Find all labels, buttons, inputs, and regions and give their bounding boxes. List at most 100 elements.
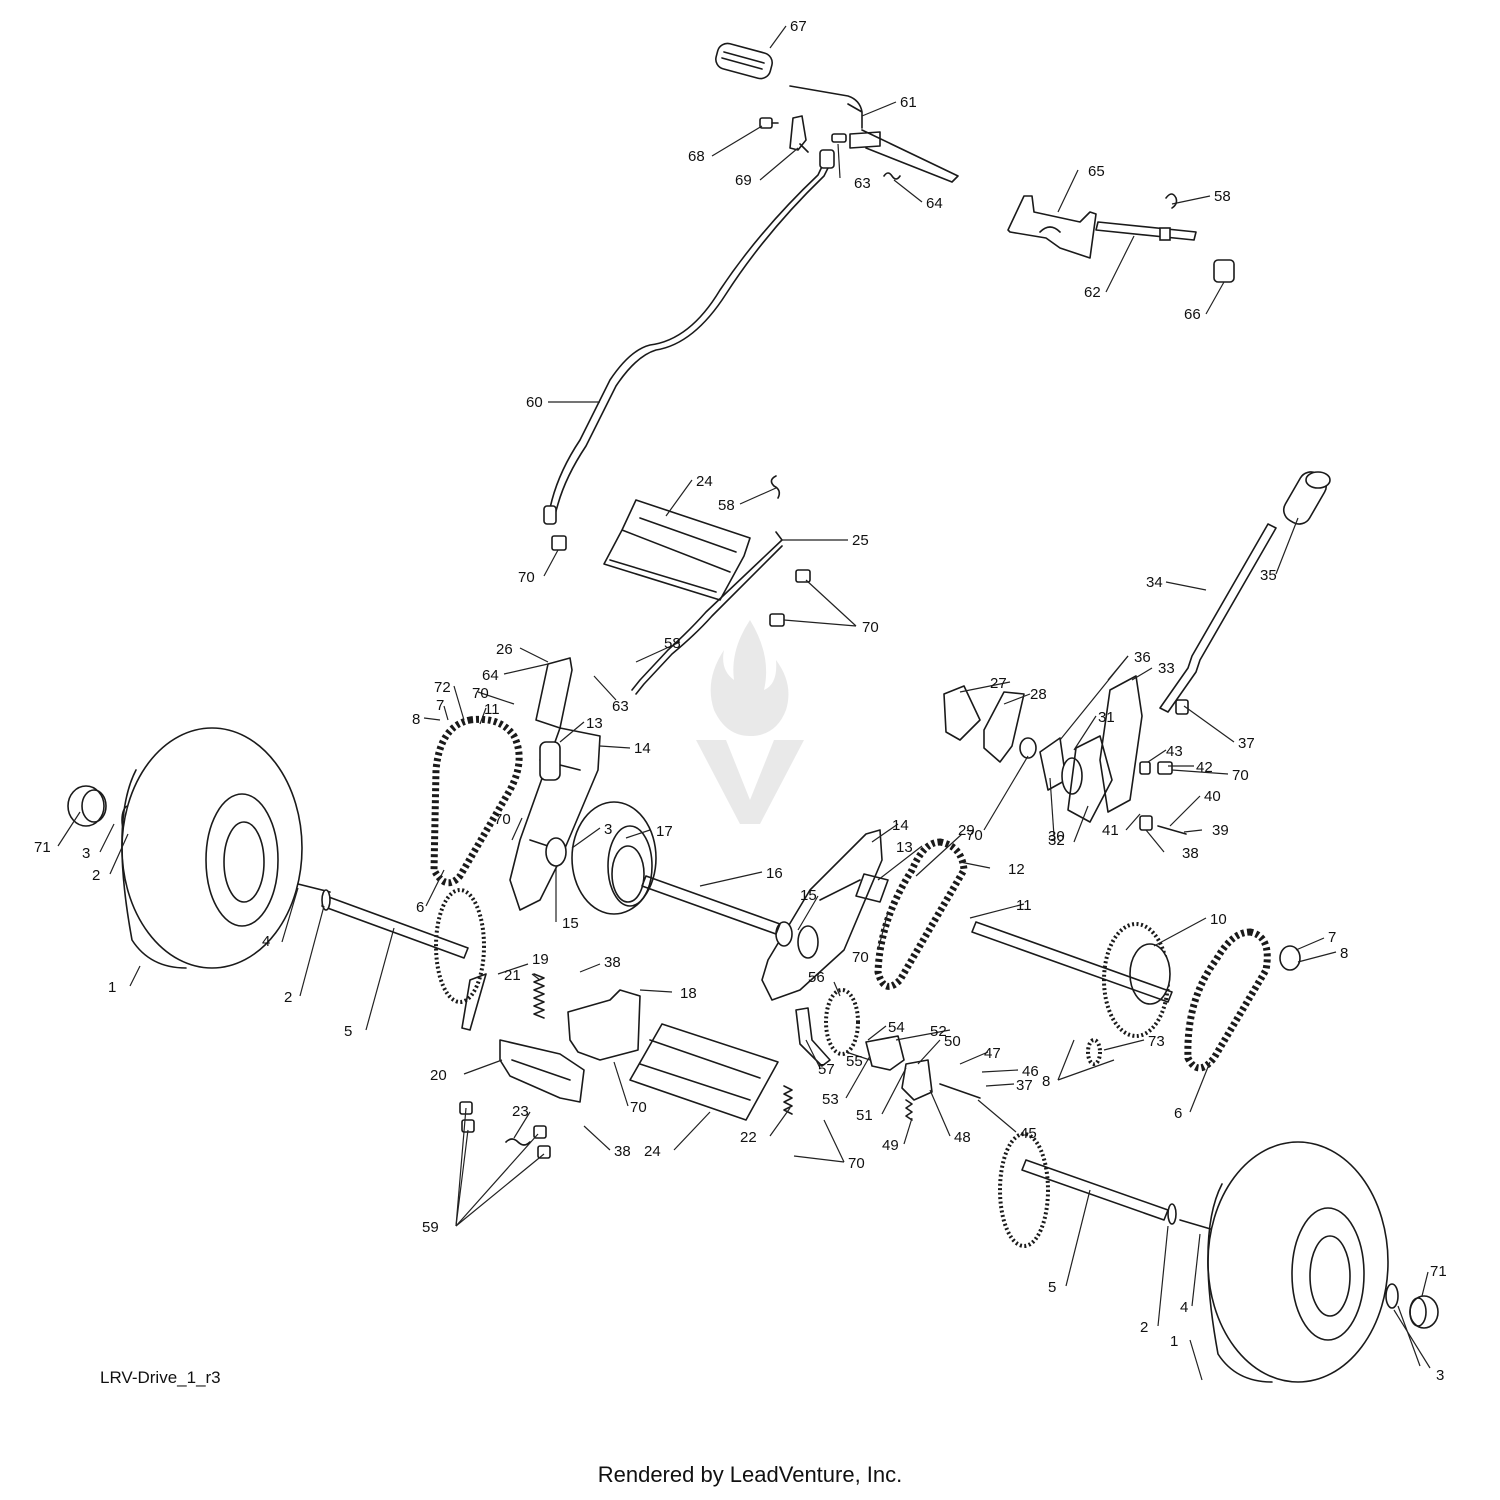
callout-58: 58 [664,635,681,652]
callout-57: 57 [818,1061,835,1078]
part-26-bracket [535,657,573,729]
callout-63: 63 [612,698,629,715]
callout-55: 55 [846,1053,863,1070]
part-25-rod [631,531,783,695]
callout-11: 11 [1016,897,1032,914]
callout-58: 58 [1214,188,1231,205]
callout-17: 17 [656,823,673,840]
callout-61: 61 [900,94,917,111]
callout-70: 70 [630,1099,647,1116]
callout-38: 38 [1182,845,1199,862]
part-22-spring [783,1085,793,1115]
callout-14: 14 [634,740,651,757]
callout-24: 24 [696,473,713,490]
callout-18: 18 [680,985,697,1002]
callout-13: 13 [586,715,603,732]
callout-41: 41 [1102,822,1119,839]
part-69-bracket [789,115,809,153]
callout-45: 45 [1020,1125,1037,1142]
part-71-left-cap [67,785,107,827]
callout-37: 37 [1238,735,1255,752]
part-28-plate [983,691,1025,763]
part-15-bearings [545,837,819,959]
callout-70: 70 [966,827,983,844]
callout-25: 25 [852,532,869,549]
leadventure-watermark-icon [696,620,804,824]
part-6-left-chain [430,715,523,887]
callout-3: 3 [1436,1367,1444,1384]
part-35-knob [1282,471,1331,525]
callout-34: 34 [1146,574,1163,591]
part-34-shifter [1159,523,1277,713]
part-60-cable [547,157,827,517]
callout-70: 70 [852,949,869,966]
part-63-pin [831,133,847,143]
part-12-middle-chain [874,838,968,990]
callout-70: 70 [848,1155,865,1172]
callout-4: 4 [1180,1299,1188,1316]
callout-42: 42 [1196,759,1213,776]
callout-6: 6 [1174,1105,1182,1122]
part-27-bracket [943,685,981,741]
callout-70: 70 [862,619,879,636]
callout-15: 15 [562,915,579,932]
part-5-left-axle [321,895,469,959]
callout-47: 47 [984,1045,1001,1062]
part-70-bolts [551,535,811,627]
callout-8: 8 [1340,945,1348,962]
callout-11: 11 [484,701,500,718]
callout-22: 22 [740,1129,757,1146]
callout-68: 68 [688,148,705,165]
callout-12: 12 [1008,861,1025,878]
part-24-upper-plate [603,499,751,601]
callout-16: 16 [766,865,783,882]
callout-66: 66 [1184,306,1201,323]
callout-72: 72 [434,679,451,696]
part-64-clip [883,172,901,180]
diagram-id-label: LRV-Drive_1_r3 [100,1368,221,1387]
part-66-grip [1213,259,1235,283]
callout-70: 70 [494,811,511,828]
callout-7: 7 [436,697,444,714]
callout-28: 28 [1030,686,1047,703]
part-62-rod [1095,221,1197,241]
part-6-right-chain [1184,928,1271,1072]
part-17-drum [571,801,657,915]
render-credit: Rendered by LeadVenture, Inc. [597,1462,903,1487]
part-16-shaft [641,875,781,935]
callout-13: 13 [896,839,913,856]
callout-19: 19 [532,951,549,968]
callout-60: 60 [526,394,543,411]
part-21-spring [533,973,545,1019]
callout-69: 69 [735,172,752,189]
callout-1: 1 [1170,1333,1178,1350]
callout-33: 33 [1158,660,1175,677]
callout-46: 46 [1022,1063,1039,1080]
part-67-grip [715,42,773,80]
callout-49: 49 [882,1137,899,1154]
callout-54: 54 [888,1019,905,1036]
callout-14: 14 [892,817,909,834]
callout-6: 6 [416,899,424,916]
callout-51: 51 [856,1107,873,1124]
callout-70: 70 [472,685,489,702]
part-32-plate [1067,735,1113,823]
callout-53: 53 [822,1091,839,1108]
callout-5: 5 [1048,1279,1056,1296]
callout-2: 2 [284,989,292,1006]
callout-21: 21 [504,967,521,984]
part-33-plate [1099,675,1143,813]
callout-36: 36 [1134,649,1151,666]
callout-29: 29 [958,822,975,839]
callout-3: 3 [82,845,90,862]
callout-64: 64 [926,195,943,212]
callout-2: 2 [92,867,100,884]
callout-20: 20 [430,1067,447,1084]
part-71-right-cap [1409,1295,1439,1329]
callout-5: 5 [344,1023,352,1040]
part-10-sprocket [1102,922,1171,1038]
part-20-lower-bracket [499,1039,585,1103]
callout-2: 2 [1140,1319,1148,1336]
callout-23: 23 [512,1103,529,1120]
